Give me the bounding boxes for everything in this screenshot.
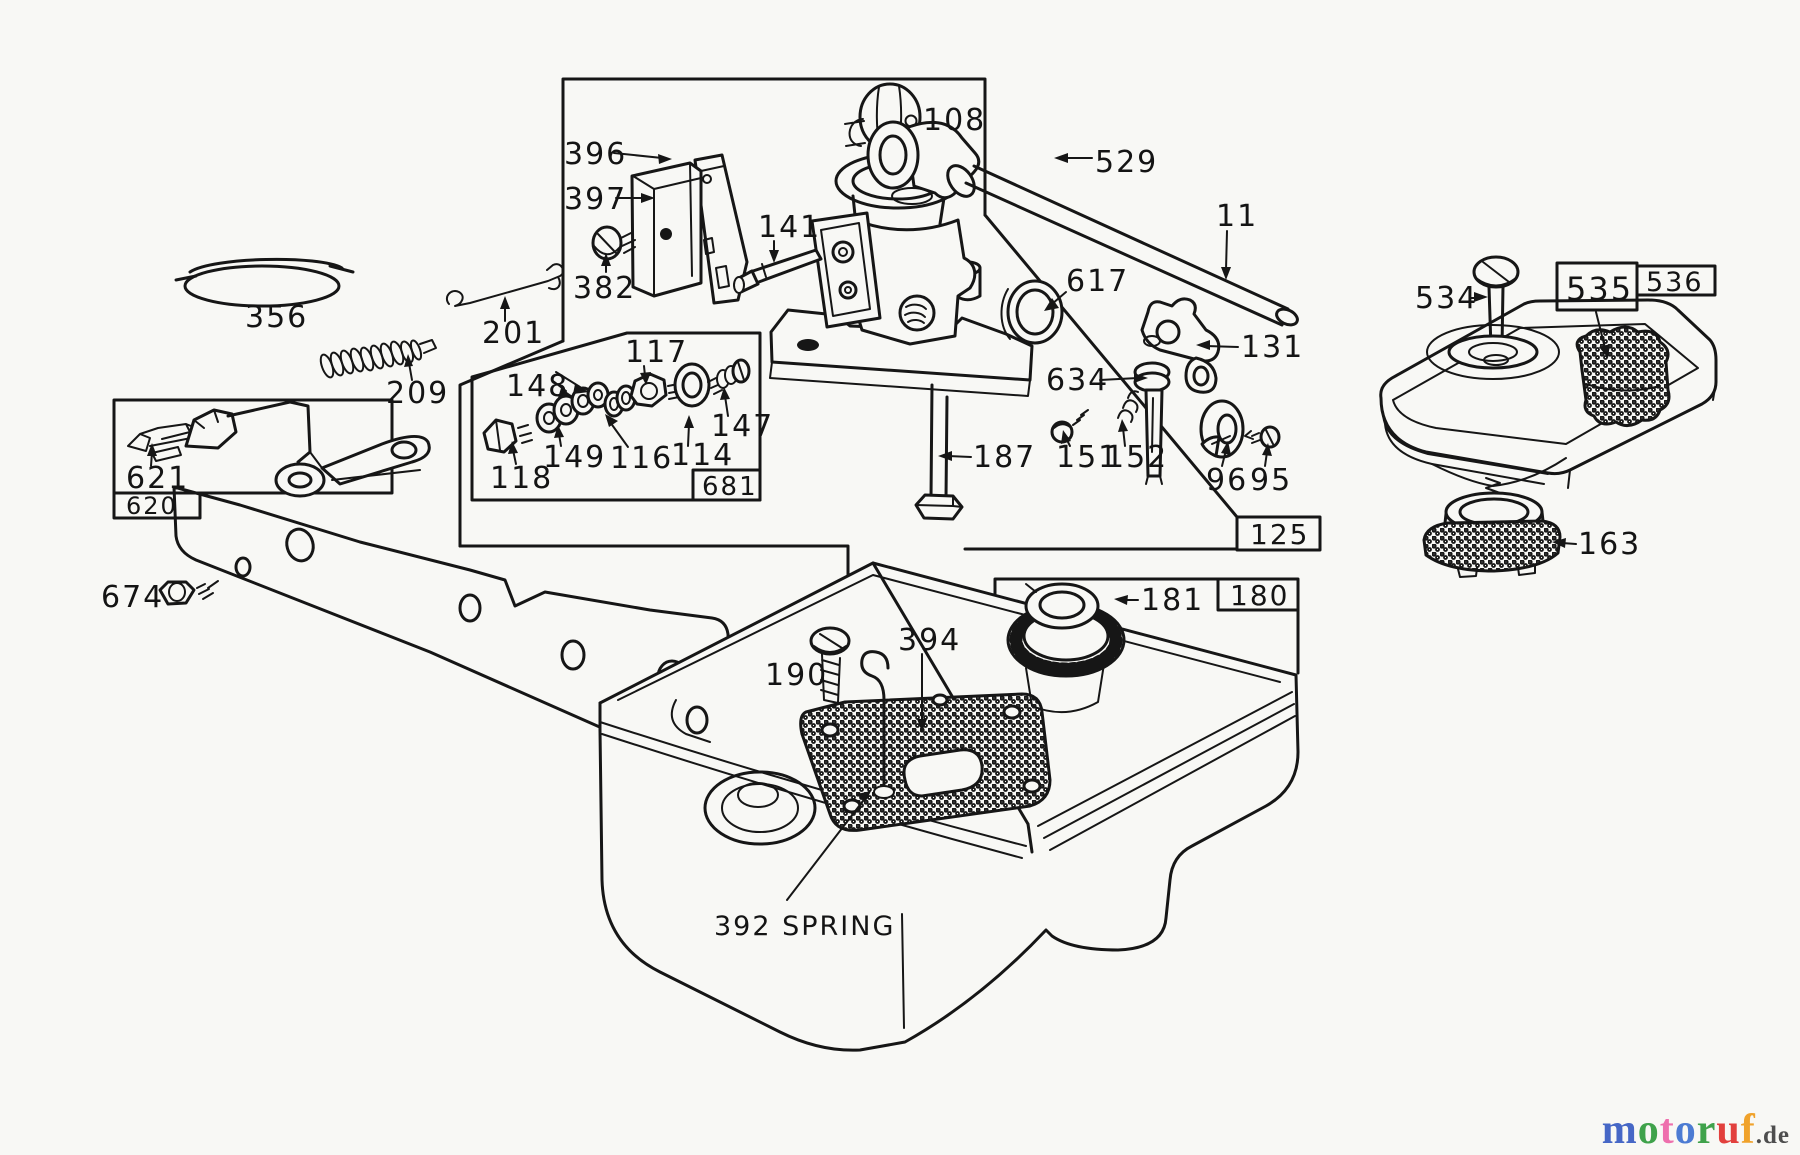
part-governor-link-201 — [445, 263, 564, 307]
part-screw-534 — [1447, 255, 1539, 370]
part-choke-knob-96 — [1199, 399, 1245, 459]
part-label-96: 96 — [1206, 463, 1248, 498]
part-label-141: 141 — [758, 210, 821, 245]
group-label-681: 681 — [702, 472, 758, 502]
watermark-letter: t — [1659, 1107, 1675, 1153]
watermark-letter: r — [1696, 1107, 1717, 1153]
part-pump-cup-392 — [703, 770, 885, 846]
group-label-620: 620 — [126, 492, 178, 520]
group-label-535: 535 — [1566, 270, 1633, 308]
part-label-149: 149 — [543, 440, 606, 475]
part-needle-valve-kit-681 — [482, 358, 751, 454]
part-label-11: 11 — [1216, 199, 1258, 234]
leader-lines — [147, 152, 1610, 901]
watermark-letter: m — [1601, 1107, 1638, 1153]
part-label-148: 148 — [506, 369, 569, 404]
part-tank-bushing-181 — [1006, 582, 1126, 714]
part-air-cleaner-cup-163 — [1422, 477, 1562, 578]
part-pin-141 — [733, 248, 823, 294]
watermark-letter: f — [1740, 1107, 1756, 1153]
part-label-394: 394 — [898, 623, 961, 658]
part-label-151: 151 — [1056, 440, 1119, 475]
group-label-180: 180 — [1230, 579, 1289, 612]
part-label-116: 116 — [610, 441, 673, 476]
part-screw-190 — [809, 626, 851, 704]
part-label-209: 209 — [386, 376, 449, 411]
part-label-114: 114 — [671, 438, 734, 473]
part-label-147: 147 — [711, 409, 774, 444]
watermark-letter: u — [1716, 1107, 1741, 1153]
part-label-131: 131 — [1241, 330, 1304, 365]
part-label-190: 190 — [765, 658, 828, 693]
part-label-621: 621 — [126, 461, 189, 496]
group-box-536 — [1635, 264, 1717, 297]
part-screw-151 — [1050, 409, 1089, 444]
part-label-181: 181 — [1141, 583, 1204, 618]
part-label-163: 163 — [1578, 527, 1641, 562]
part-pump-body-397 — [630, 161, 703, 298]
part-gasket-ring-356 — [174, 257, 355, 308]
watermark-letter: o — [1674, 1107, 1697, 1153]
part-label-108: 108 — [923, 103, 986, 138]
group-enclosure-boxes — [112, 77, 1300, 716]
part-screw-382 — [591, 225, 636, 261]
part-filter-element-535 — [1575, 325, 1671, 427]
group-box-620 — [112, 491, 202, 520]
part-label-534: 534 — [1415, 281, 1478, 316]
part-casing-clamp-621 — [127, 423, 197, 462]
part-label-617: 617 — [1066, 264, 1129, 299]
group-box-125 — [1235, 515, 1322, 552]
watermark-logo[interactable]: motoruf.de — [1602, 1109, 1790, 1151]
part-label-396: 396 — [564, 137, 627, 172]
group-label-125: 125 — [1250, 518, 1309, 551]
part-label-356: 356 — [245, 300, 308, 335]
part-fuel-pipe-11 — [866, 120, 1299, 327]
part-throttle-shaft — [1144, 388, 1164, 485]
part-label-382: 382 — [573, 271, 636, 306]
part-throttle-crank-lever — [184, 400, 431, 498]
part-label-95: 95 — [1250, 463, 1292, 498]
group-label-boxes: 620 681 125 180 535 536 — [112, 261, 1717, 612]
part-spring-209 — [319, 339, 437, 379]
watermark-letter: o — [1637, 1107, 1660, 1153]
group-box-180 — [1216, 577, 1300, 612]
part-label-117: 117 — [625, 335, 688, 370]
part-label-187: 187 — [973, 440, 1036, 475]
part-bolt-674 — [158, 580, 219, 606]
part-label-397: 397 — [564, 182, 627, 217]
part-label-201: 201 — [482, 316, 545, 351]
watermark-text: motoruf — [1602, 1107, 1756, 1153]
part-label-634: 634 — [1046, 363, 1109, 398]
part-label-529: 529 — [1095, 145, 1158, 180]
part-throttle-lever-131 — [1140, 297, 1221, 394]
part-label-674: 674 — [101, 580, 164, 615]
group-box-681 — [691, 468, 762, 502]
part-label-152: 152 — [1105, 440, 1168, 475]
watermark-suffix: .de — [1755, 1122, 1790, 1149]
part-screw-95 — [1244, 425, 1281, 449]
part-spring-152 — [1117, 390, 1139, 423]
part-label-118: 118 — [490, 461, 553, 496]
group-label-536: 536 — [1646, 267, 1704, 298]
part-label-392-spring: 392 SPRING — [714, 911, 895, 942]
